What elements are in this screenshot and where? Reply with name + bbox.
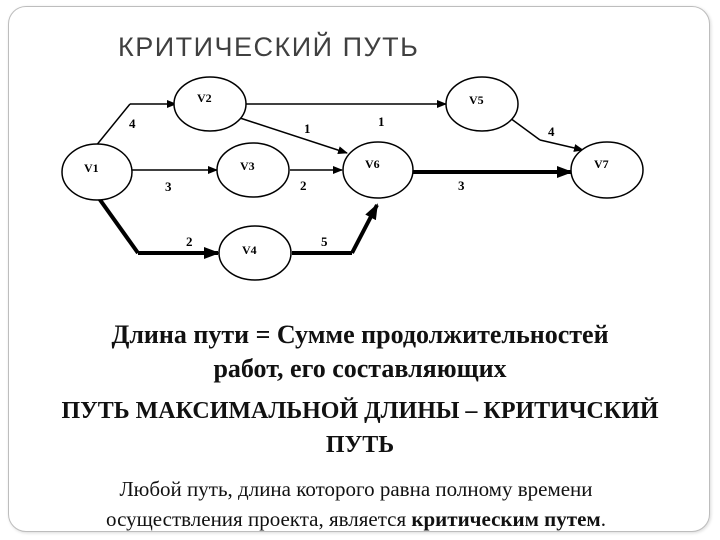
- explanation-emphasis: критическим путем: [411, 507, 601, 531]
- edge-label-v5-v7: 4: [548, 124, 555, 139]
- edge-label-v1-v4: 2: [186, 234, 193, 249]
- edges-layer: [94, 100, 584, 259]
- critical-path-explanation: Любой путь, длина которого равна полному…: [6, 474, 706, 534]
- slide-title: КРИТИЧЕСКИЙ ПУТЬ: [118, 32, 420, 62]
- edge-label-v4-v6: 5: [321, 234, 328, 249]
- edge-label-v3-v6: 2: [300, 178, 307, 193]
- node-v7: V7: [570, 141, 644, 199]
- edge-label-v2-v5: 1: [378, 114, 385, 129]
- node-v1-label: V1: [84, 161, 99, 175]
- node-v5: V5: [445, 76, 519, 132]
- edge-label-v1-v3: 3: [165, 179, 172, 194]
- slide-frame: [8, 6, 710, 532]
- edge-labels-layer: 4 3 2 1 1 2 5 4 3: [129, 114, 555, 249]
- edge-v4-v6-b: [350, 203, 379, 254]
- node-v7-label: V7: [594, 157, 609, 171]
- node-v2-label: V2: [197, 91, 212, 105]
- node-v5-label: V5: [469, 93, 484, 107]
- heading-line-2: ПУТЬ: [325, 432, 395, 458]
- node-v4-label: V4: [242, 243, 257, 257]
- edge-label-v2-v6: 1: [304, 121, 311, 136]
- node-v3: V3: [216, 142, 290, 198]
- node-v3-label: V3: [240, 159, 255, 173]
- explanation-line-1: Любой путь, длина которого равна полному…: [119, 477, 593, 501]
- nodes-layer: V1 V2 V3 V4 V5 V6 V7: [61, 76, 644, 281]
- critical-path-heading: ПУТЬ МАКСИМАЛЬНОЙ ДЛИНЫ – КРИТИЧСКИЙ ПУТ…: [0, 394, 720, 462]
- edge-v5-v7-a: [509, 117, 541, 141]
- definition-line-2: работ, его составляющих: [213, 354, 507, 383]
- definition-line-1: Длина пути = Сумме продолжительностей: [111, 320, 609, 349]
- edge-v1-v4-a: [96, 195, 140, 255]
- explanation-line-2-end: .: [600, 507, 606, 531]
- node-v1: V1: [61, 143, 133, 201]
- node-v6-label: V6: [365, 157, 380, 171]
- heading-line-1: ПУТЬ МАКСИМАЛЬНОЙ ДЛИНЫ – КРИТИЧСКИЙ: [61, 398, 659, 424]
- node-v4: V4: [218, 225, 292, 281]
- edge-v5-v7-b: [539, 139, 584, 152]
- node-v2: V2: [173, 76, 247, 132]
- node-v6: V6: [342, 141, 414, 199]
- edge-v1-v2: [94, 103, 131, 148]
- network-diagram: V1 V2 V3 V4 V5 V6 V7 4 3 2 1 1: [61, 76, 644, 281]
- edge-label-v1-v2: 4: [129, 116, 136, 131]
- path-length-definition: Длина пути = Сумме продолжительностей ра…: [0, 318, 720, 386]
- explanation-line-2-start: осуществления проекта, является: [106, 507, 412, 531]
- edge-v2-v6: [239, 117, 348, 155]
- edge-label-v6-v7: 3: [458, 178, 465, 193]
